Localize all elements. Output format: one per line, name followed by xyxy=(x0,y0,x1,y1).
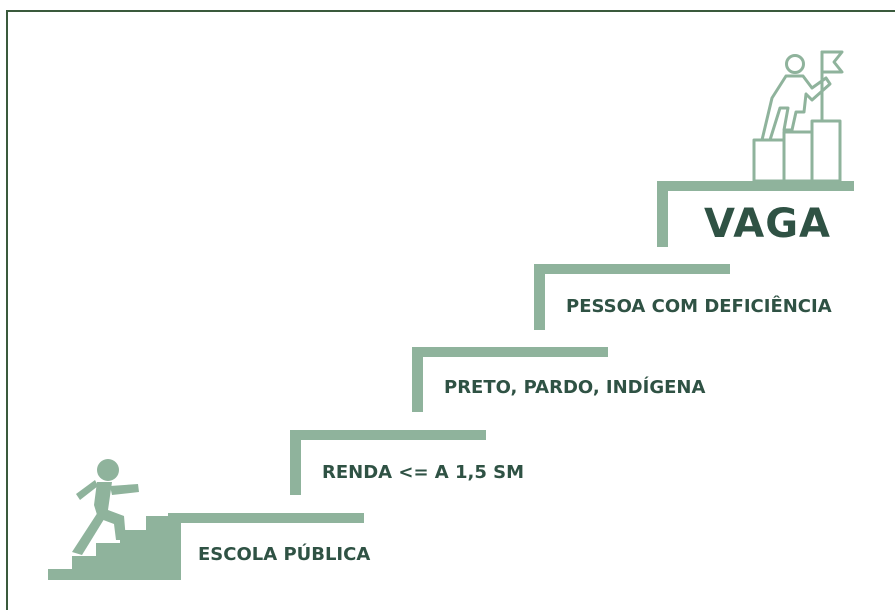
diagram-frame xyxy=(6,10,895,610)
label-vaga: VAGA xyxy=(704,201,831,247)
step-pessoa-com-deficiencia xyxy=(534,264,730,330)
step-escola-publica xyxy=(168,513,364,523)
label-escola-publica: ESCOLA PÚBLICA xyxy=(198,544,371,565)
person-climbing-stairs-icon xyxy=(48,459,181,580)
step-vaga xyxy=(657,181,854,247)
person-flag-on-podium-icon xyxy=(752,50,844,183)
step-renda xyxy=(290,430,486,495)
label-renda: RENDA <= A 1,5 SM xyxy=(322,462,525,483)
label-pessoa-com-deficiencia: PESSOA COM DEFICIÊNCIA xyxy=(566,296,832,317)
step-preto-pardo-indigena xyxy=(412,347,608,412)
label-preto-pardo-indigena: PRETO, PARDO, INDÍGENA xyxy=(444,377,706,398)
